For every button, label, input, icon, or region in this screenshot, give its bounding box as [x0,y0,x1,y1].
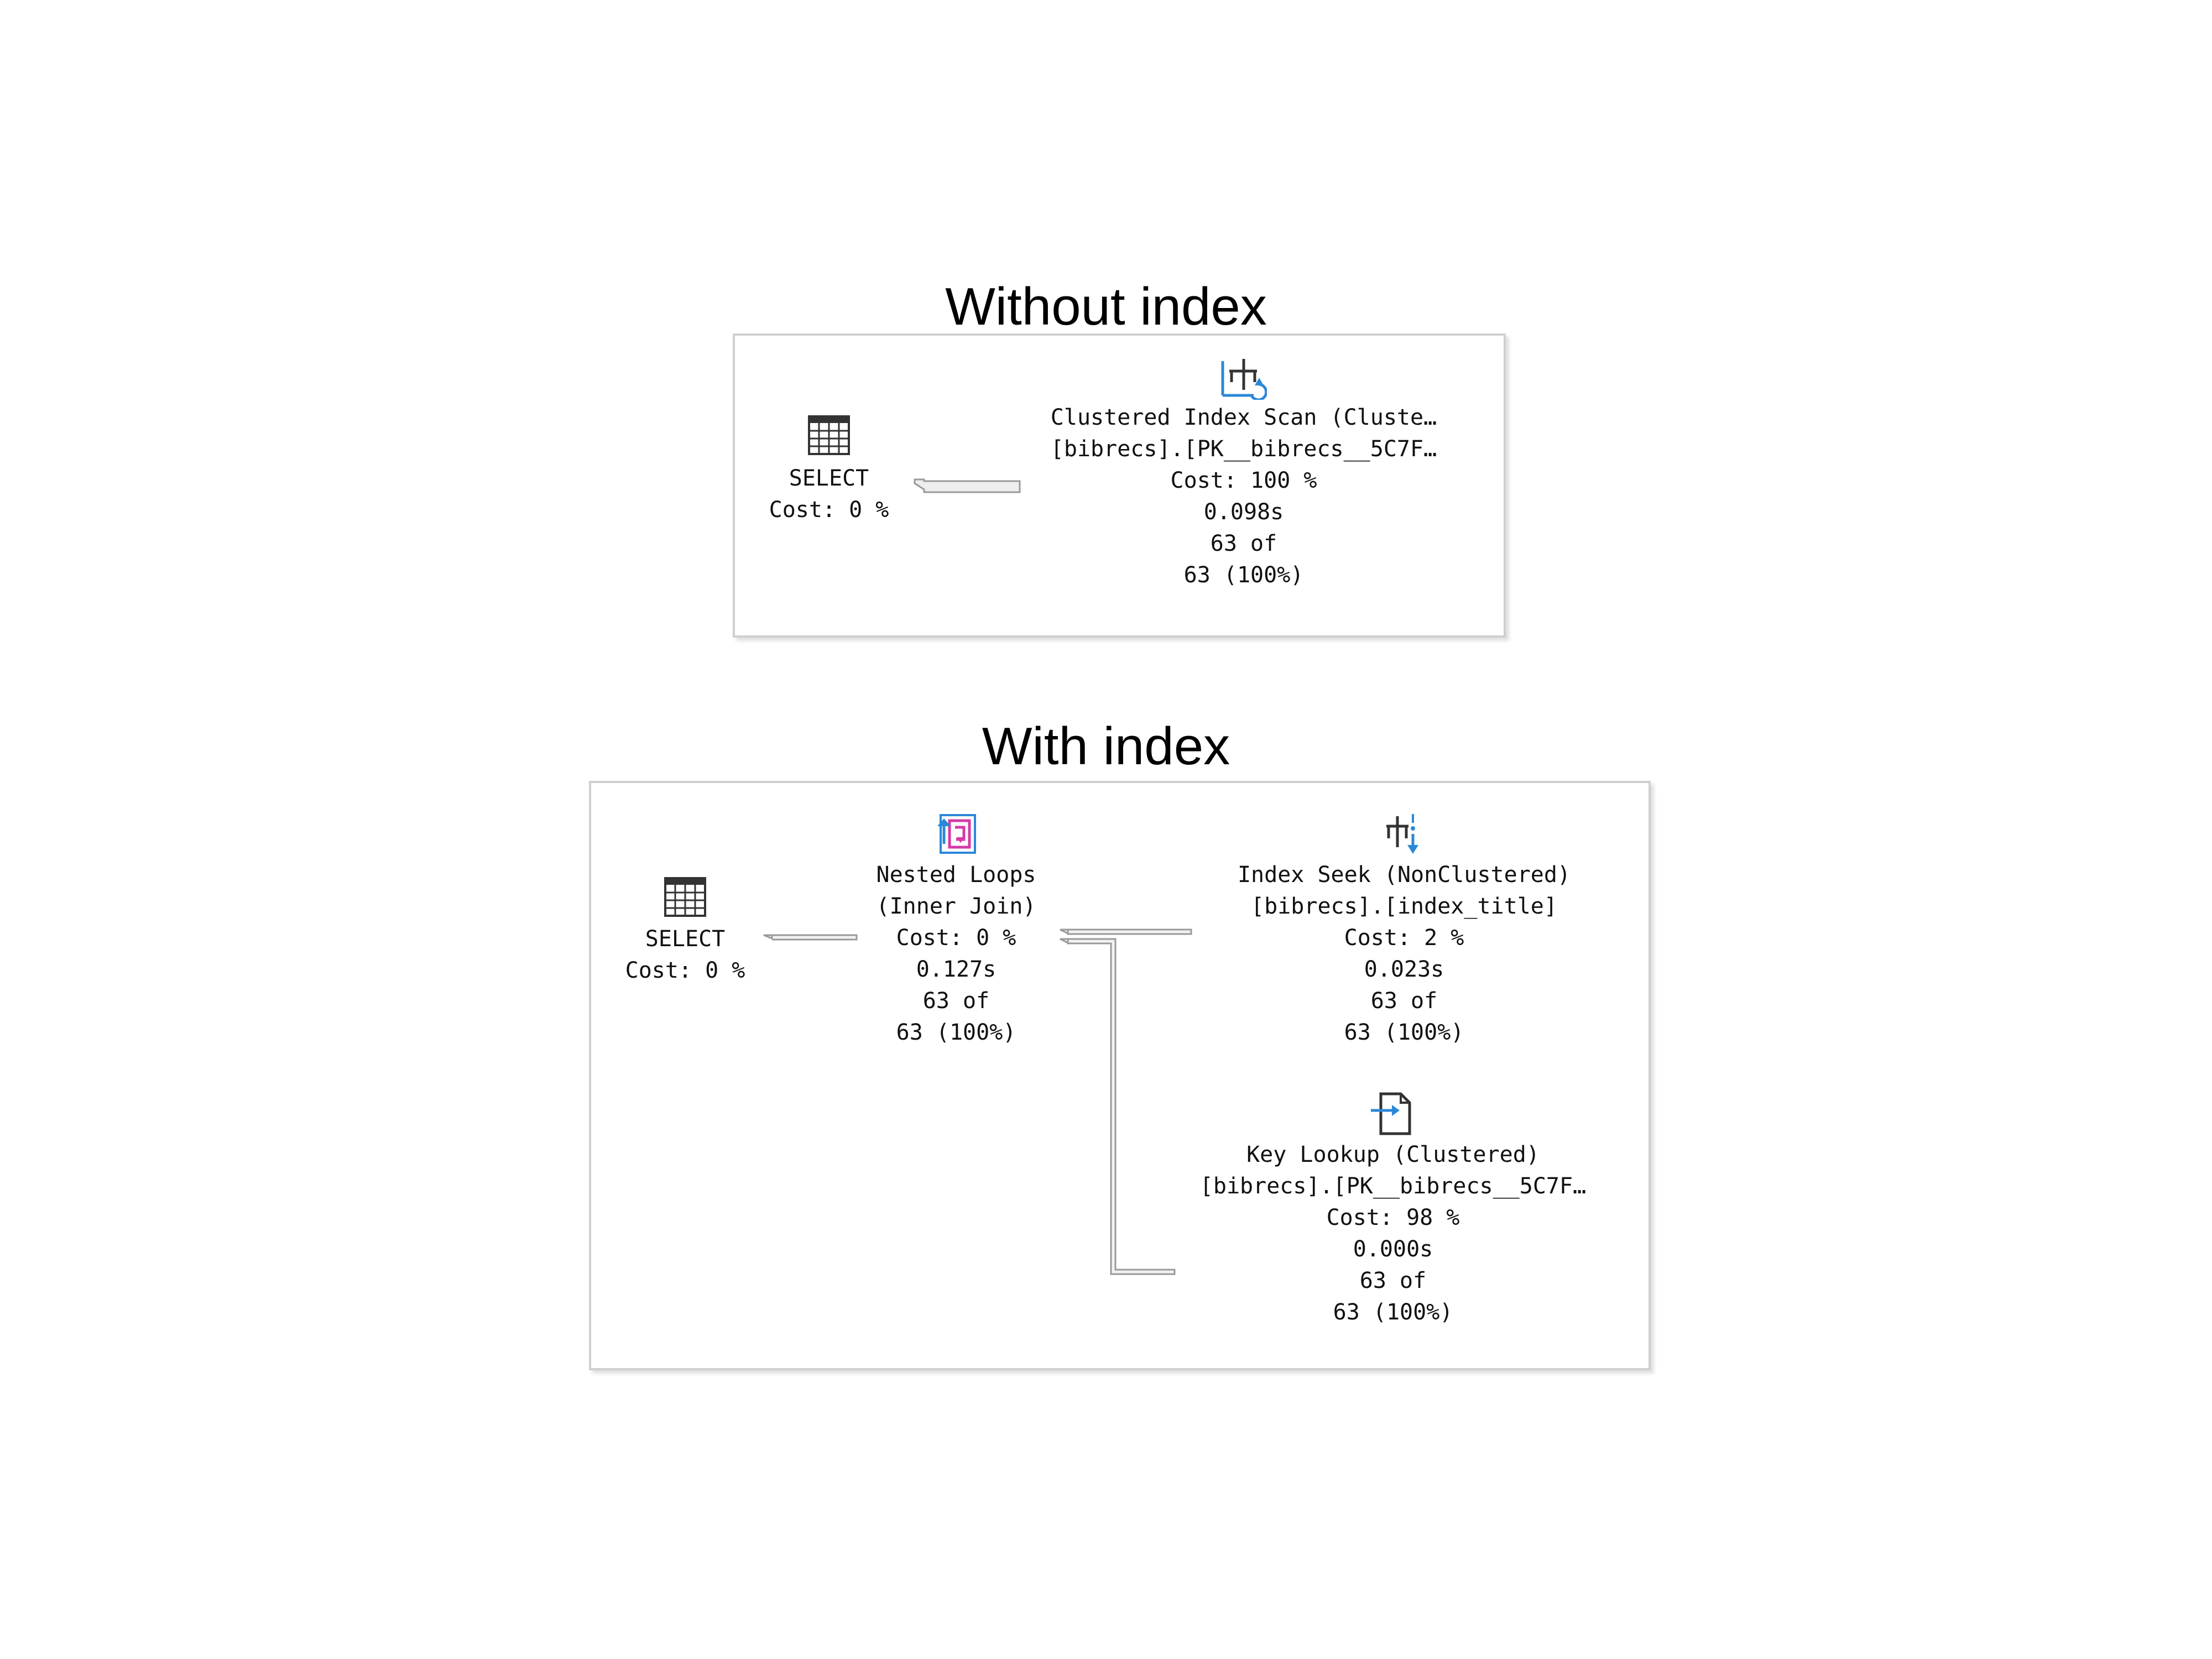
loops-pct: 63 (100%) [896,1020,1016,1045]
lookup-time: 0.000s [1353,1237,1433,1262]
without-index-title: Without index [945,277,1267,336]
scan-time: 0.098s [1203,499,1284,525]
lookup-pct: 63 (100%) [1333,1300,1453,1325]
scan-pct: 63 (100%) [1183,562,1304,588]
select-node[interactable]: SELECT Cost: 0 % [757,413,901,526]
seek-cost: Cost: 2 % [1344,925,1464,951]
key-lookup-node[interactable]: Key Lookup (Clustered) [bibrecs].[PK__bi… [1150,1091,1636,1328]
clustered-index-scan-icon [1221,359,1267,400]
scan-cost: Cost: 100 % [1170,468,1317,493]
loops-line-2: (Inner Join) [876,894,1036,919]
scan-rows: 63 of [1210,531,1277,556]
seek-time: 0.023s [1364,957,1444,982]
plan-with-index: SELECT Cost: 0 % Nested Loops (Inner Joi… [589,781,1651,1370]
scan-line-2: [bibrecs].[PK__bibrecs__5C7F… [1050,436,1437,462]
arrow-loops-to-select [763,934,858,941]
seek-line-2: [bibrecs].[index_title] [1251,894,1557,919]
scan-line-1: Clustered Index Scan (Cluste… [1050,405,1437,430]
loops-time: 0.127s [916,957,997,982]
lookup-cost: Cost: 98 % [1326,1205,1460,1230]
table-icon [664,877,706,917]
lookup-rows: 63 of [1359,1268,1427,1293]
clustered-index-scan-node[interactable]: Clustered Index Scan (Cluste… [bibrecs].… [1011,356,1476,591]
plan-without-index: SELECT Cost: 0 % Clustered Index Scan (C… [733,333,1506,638]
with-index-title: With index [982,717,1230,776]
arrow-seek-to-loops [1060,928,1192,935]
arrow-scan-to-select [914,478,1021,493]
plan-connectors [763,928,1192,1275]
key-lookup-icon [1371,1092,1411,1135]
seek-rows: 63 of [1370,988,1438,1014]
select-label: SELECT [789,466,869,491]
index-seek-node[interactable]: Index Seek (NonClustered) [bibrecs].[ind… [1177,811,1631,1048]
lookup-line-2: [bibrecs].[PK__bibrecs__5C7F… [1199,1173,1587,1199]
seek-line-1: Index Seek (NonClustered) [1237,862,1571,888]
lookup-line-1: Key Lookup (Clustered) [1246,1142,1540,1167]
select-cost: Cost: 0 % [769,497,889,523]
table-icon [808,415,850,455]
select-node[interactable]: SELECT Cost: 0 % [608,875,763,987]
select-label: SELECT [645,926,726,952]
seek-pct: 63 (100%) [1344,1020,1464,1045]
nested-loops-node[interactable]: Nested Loops (Inner Join) Cost: 0 % 0.12… [840,811,1072,1048]
arrow-lookup-to-loops [1060,938,1176,1275]
loops-line-1: Nested Loops [876,862,1036,888]
select-cost: Cost: 0 % [625,958,745,983]
loops-cost: Cost: 0 % [896,925,1016,951]
nested-loops-icon [937,814,976,854]
loops-rows: 63 of [922,988,990,1014]
index-seek-icon [1386,814,1418,854]
